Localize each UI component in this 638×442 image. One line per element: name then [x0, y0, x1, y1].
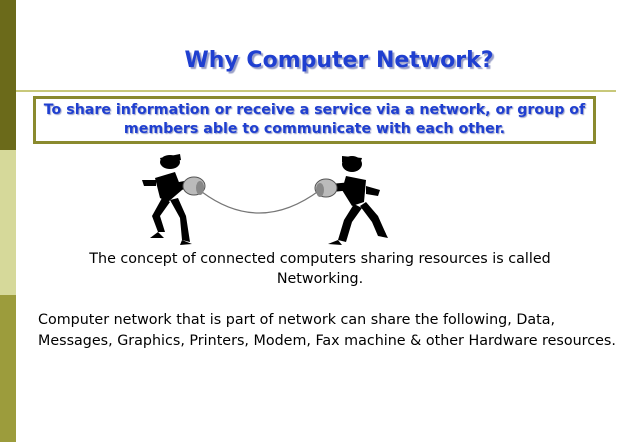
side-bar-segment-bottom — [0, 295, 16, 442]
concept-text: The concept of connected computers shari… — [89, 251, 551, 287]
definition-text: To share information or receive a servic… — [43, 102, 586, 137]
divider-line — [16, 90, 616, 92]
slide-title: Why Computer Network? — [184, 48, 494, 73]
side-bar-segment-middle — [0, 150, 16, 295]
side-bar — [0, 0, 16, 442]
tin-can-phone-people-icon — [142, 154, 388, 245]
definition-box: To share information or receive a servic… — [33, 96, 596, 144]
network-description: Computer network that is part of network… — [38, 312, 616, 349]
side-bar-segment-top — [0, 0, 16, 150]
